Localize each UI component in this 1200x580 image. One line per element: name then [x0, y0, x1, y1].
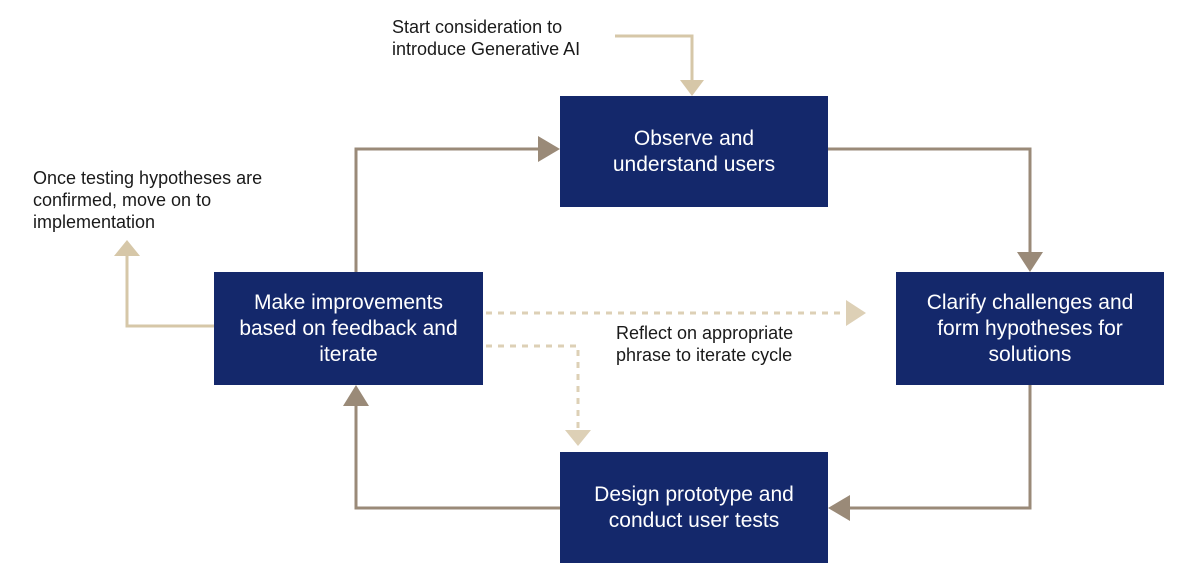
arrow-observe-to-clarify — [828, 147, 1043, 272]
step-design-label: Design prototype and conduct user tests — [594, 482, 794, 532]
step-improve-box: Make improvements based on feedback and … — [214, 272, 483, 385]
arrow-improve-to-observe — [354, 136, 560, 272]
reflect-dotted-arrow-to-clarify — [486, 300, 866, 326]
implementation-note: Once testing hypotheses are confirmed, m… — [33, 168, 263, 232]
reflect-dotted-arrow-to-design — [486, 344, 591, 446]
start-note: Start consideration to introduce Generat… — [392, 17, 581, 59]
implementation-exit-arrow — [114, 240, 214, 328]
arrow-design-to-improve — [343, 385, 560, 510]
step-design-box: Design prototype and conduct user tests — [560, 452, 828, 563]
step-improve-label: Make improvements based on feedback and … — [239, 290, 458, 366]
arrow-clarify-to-design — [828, 385, 1032, 521]
reflect-note: Reflect on appropriate phrase to iterate… — [616, 323, 794, 365]
start-entry-arrow — [615, 34, 704, 96]
step-clarify-box: Clarify challenges and form hypotheses f… — [896, 272, 1164, 385]
step-observe-label: Observe and understand users — [612, 126, 776, 176]
step-clarify-label: Clarify challenges and form hypotheses f… — [926, 290, 1134, 366]
step-observe-box: Observe and understand users — [560, 96, 828, 207]
